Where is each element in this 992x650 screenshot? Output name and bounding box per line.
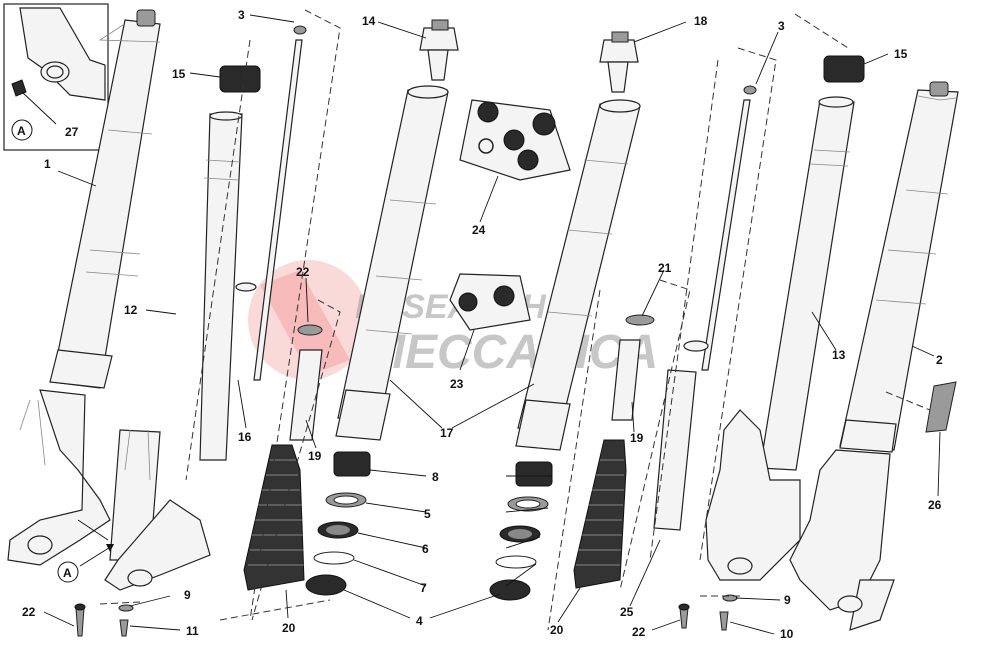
- label-16: 16: [238, 430, 252, 444]
- inset-callout: A: [17, 124, 26, 138]
- label-21: 21: [658, 261, 672, 275]
- label-9-right: 9: [784, 593, 791, 607]
- label-19-left: 19: [308, 449, 322, 463]
- label-10: 10: [780, 627, 794, 641]
- label-22-left: 22: [22, 605, 36, 619]
- label-3-right: 3: [778, 19, 785, 33]
- left-slider-foot: [7, 389, 111, 566]
- callout-a-circle: [57, 561, 79, 583]
- right-slider-foot: [705, 409, 801, 581]
- callout-a-text: A: [63, 566, 72, 580]
- watermark-line2: MECCANICA: [365, 326, 658, 379]
- right-lower-foot: [789, 449, 895, 631]
- adjuster-cap-14: [419, 19, 459, 81]
- nut-3-left: [293, 25, 307, 35]
- kit-23: [449, 273, 531, 331]
- tube-25: [653, 369, 697, 531]
- label-15-left: 15: [172, 67, 186, 81]
- assembly-dashed-lines: [77, 9, 931, 631]
- bush-19-left: [289, 349, 323, 441]
- kit-24: [459, 99, 571, 181]
- label-1: 1: [44, 157, 51, 171]
- left-outer-tube: [49, 9, 161, 389]
- label-9-left: 9: [184, 588, 191, 602]
- inner-tube-13: [759, 99, 855, 471]
- bush-19-right: [611, 339, 641, 421]
- leader-lines: [43, 14, 941, 635]
- label-22-mid: 22: [296, 265, 310, 279]
- label-7: 7: [420, 581, 427, 595]
- label-22-right: 22: [632, 625, 646, 639]
- seal-stack-left: [305, 451, 371, 596]
- top-cap-15-left: [219, 65, 261, 93]
- label-18: 18: [694, 14, 708, 28]
- label-4: 4: [416, 614, 423, 628]
- label-15-right: 15: [894, 47, 908, 61]
- right-outer-tube: [839, 81, 959, 453]
- washer-22-left: [297, 324, 323, 336]
- label-17: 17: [440, 426, 454, 440]
- label-24: 24: [472, 223, 486, 237]
- label-23: 23: [450, 377, 464, 391]
- left-inner-tube: [104, 429, 211, 591]
- bellows-20-left: [243, 444, 305, 591]
- label-26: 26: [928, 498, 942, 512]
- part-labels: 1 2 3 3 4 5 6 7 8 9 9 10 11 12 13 14 15 …: [22, 8, 943, 641]
- adjuster-cap-18: [599, 31, 639, 93]
- label-27: 27: [65, 125, 79, 139]
- label-11: 11: [186, 624, 199, 638]
- cover-26: [925, 381, 957, 433]
- damper-rod-left: [253, 39, 303, 381]
- label-3-left: 3: [238, 8, 245, 22]
- bellows-20-right: [573, 439, 627, 589]
- label-20-right: 20: [550, 623, 564, 637]
- inset-detail: A 27: [3, 3, 109, 151]
- washer-21: [625, 314, 655, 326]
- label-5: 5: [424, 507, 431, 521]
- top-cap-15-right: [823, 55, 865, 83]
- seal-stack-right: [489, 461, 553, 601]
- nut-3-right: [743, 85, 757, 95]
- damper-rod-right: [701, 99, 751, 371]
- label-6: 6: [422, 542, 429, 556]
- label-20-left: 20: [282, 621, 296, 635]
- label-19-right: 19: [630, 431, 644, 445]
- label-25: 25: [620, 605, 634, 619]
- label-13: 13: [832, 348, 846, 362]
- label-2: 2: [936, 353, 943, 367]
- label-14: 14: [362, 14, 376, 28]
- label-8: 8: [432, 470, 439, 484]
- label-12: 12: [124, 303, 138, 317]
